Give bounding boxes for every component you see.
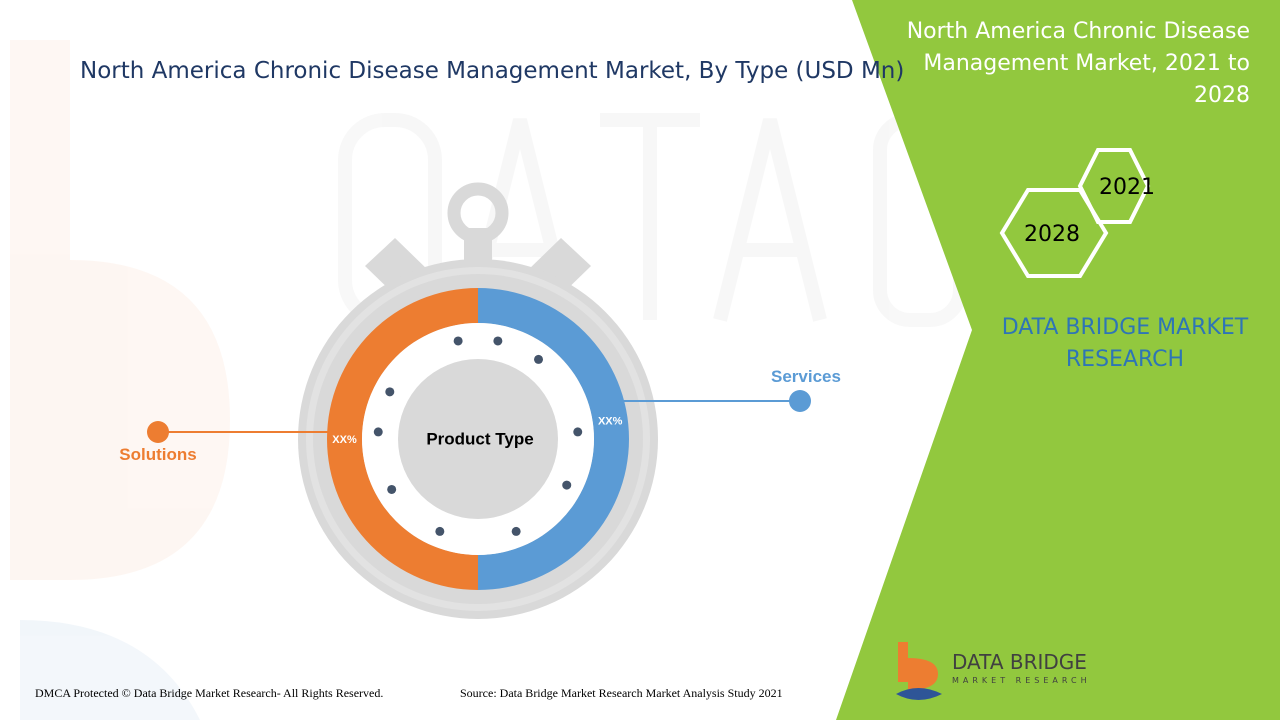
legend-label-services: Services — [771, 367, 841, 386]
dial-dot — [385, 387, 395, 397]
year-end-label: 2028 — [1024, 222, 1080, 247]
year-start-label: 2021 — [1099, 175, 1155, 200]
slice-solutions — [327, 288, 478, 590]
dial-dot — [534, 354, 544, 364]
legend-label-solutions: Solutions — [119, 445, 196, 464]
logo-tagline: MARKET RESEARCH — [952, 676, 1091, 685]
center-label: Product Type — [426, 429, 533, 448]
center-disc — [398, 359, 558, 519]
chart-title: North America Chronic Disease Management… — [80, 58, 905, 84]
source-note: Source: Data Bridge Market Research Mark… — [460, 686, 783, 700]
dial-dot — [373, 427, 383, 437]
dial-dot — [387, 484, 397, 494]
dial-dots — [373, 336, 583, 536]
slice-value-solutions: XX% — [332, 434, 357, 446]
stopwatch-stem — [464, 228, 492, 262]
side-panel-background — [836, 0, 1280, 720]
brand-text: DATA BRIDGE MARKET RESEARCH — [1001, 315, 1249, 372]
dial-dot — [435, 526, 445, 536]
slice-value-services: XX% — [598, 415, 623, 427]
dmca-notice: DMCA Protected © Data Bridge Market Rese… — [35, 686, 384, 700]
dial-dot — [493, 336, 503, 346]
year-hexagons: 2021 2028 — [999, 148, 1155, 278]
slice-services — [478, 288, 629, 590]
callout-dot-services — [789, 390, 811, 412]
logo-icon — [896, 642, 942, 700]
dial-dot — [573, 427, 583, 437]
dial-dot — [453, 336, 463, 346]
hexagon-2028 — [999, 188, 1109, 278]
dial-dot — [562, 480, 572, 490]
dial-dot — [511, 526, 521, 536]
hexagon-2021 — [1077, 148, 1151, 224]
logo-name: DATA BRIDGE — [952, 650, 1087, 674]
callout-dot-solutions — [147, 421, 169, 443]
side-panel-title: North America Chronic Disease Management… — [906, 19, 1250, 108]
